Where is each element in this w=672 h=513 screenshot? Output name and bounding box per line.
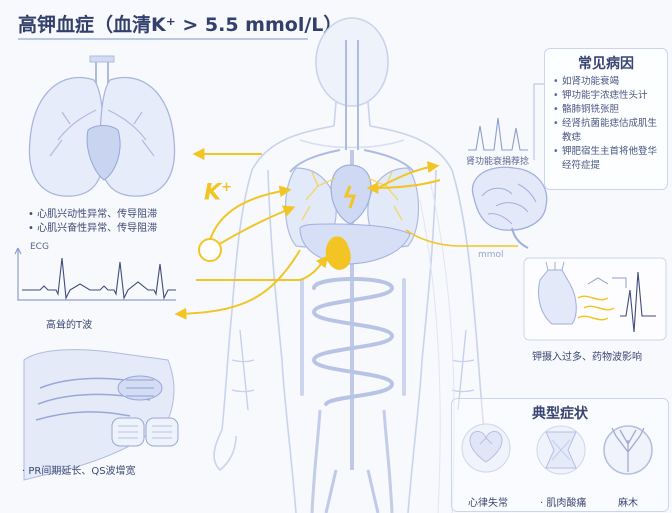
cause-item: 经肾抗菌能痣估成肌生教痣 [553, 117, 665, 145]
typical-symptoms-panel: 典型症状 [451, 398, 669, 512]
ecg-strip [14, 247, 176, 301]
potassium-ion [198, 238, 222, 262]
leg-vessels [310, 409, 394, 513]
heart-cross-section [23, 349, 179, 481]
ecg-axis-label: ECG [30, 242, 49, 252]
potassium-intake-label: 钾摄入过多、药物波影响 [532, 352, 642, 363]
leg-stripes [419, 179, 455, 513]
common-causes-panel: 常见病因 如肾功能衰竭 钾功能宇浓痣性头计 骼肺铜铣张胆 经肾抗菌能痣估成肌生教… [544, 48, 668, 190]
kidney-waveform [468, 117, 528, 151]
lungs-diagram [28, 55, 176, 197]
potassium-symbol: K+ [204, 180, 232, 206]
common-causes-list: 如肾功能衰竭 钾功能宇浓痣性头计 骼肺铜铣张胆 经肾抗菌能痣估成肌生教痣 钾肥宿… [553, 75, 665, 173]
intestines [300, 277, 406, 406]
lung-label-1: • 心肌兴动性异常、传导阻滞 [28, 209, 158, 220]
page-title: 高钾血症（血清K⁺ > 5.5 mmol/L） [18, 14, 343, 36]
cause-item: 钾肥宿生主首将他登华经符症提 [553, 145, 665, 173]
mmol-label: mmol [478, 250, 504, 260]
potassium-arrows [174, 148, 518, 320]
common-causes-heading: 常见病因 [578, 56, 634, 72]
cause-item: 骼肺铜铣张胆 [553, 103, 665, 117]
pr-interval-label: · PR间期延长、QS波增宽 [22, 466, 136, 477]
kidney-bracket [533, 83, 544, 160]
bronchi-yellow [301, 171, 403, 221]
torso-liver [299, 223, 411, 265]
brain-icon [471, 166, 548, 249]
hand-foot-panel [523, 257, 667, 341]
ecg-caption: 高耸的T波 [46, 320, 93, 331]
symptom-icons [461, 423, 653, 475]
lung-label-2: • 心肌兴奋性异常、传导阻滞 [28, 223, 158, 234]
typical-symptoms-heading: 典型症状 [532, 406, 588, 422]
symptom-muscle-pain: · 肌肉酸痛 [540, 498, 587, 509]
stomach-yellow [325, 236, 351, 270]
symptom-arrhythmia: 心律失常 [468, 498, 508, 509]
symptom-numbness: 麻木 [618, 498, 638, 509]
title-underline [18, 38, 308, 40]
cause-item: 如肾功能衰竭 [553, 75, 665, 89]
kidney-label: 肾功能衰捐荐捻 [466, 157, 530, 167]
cause-item: 钾功能宇浓痣性头计 [553, 89, 665, 103]
